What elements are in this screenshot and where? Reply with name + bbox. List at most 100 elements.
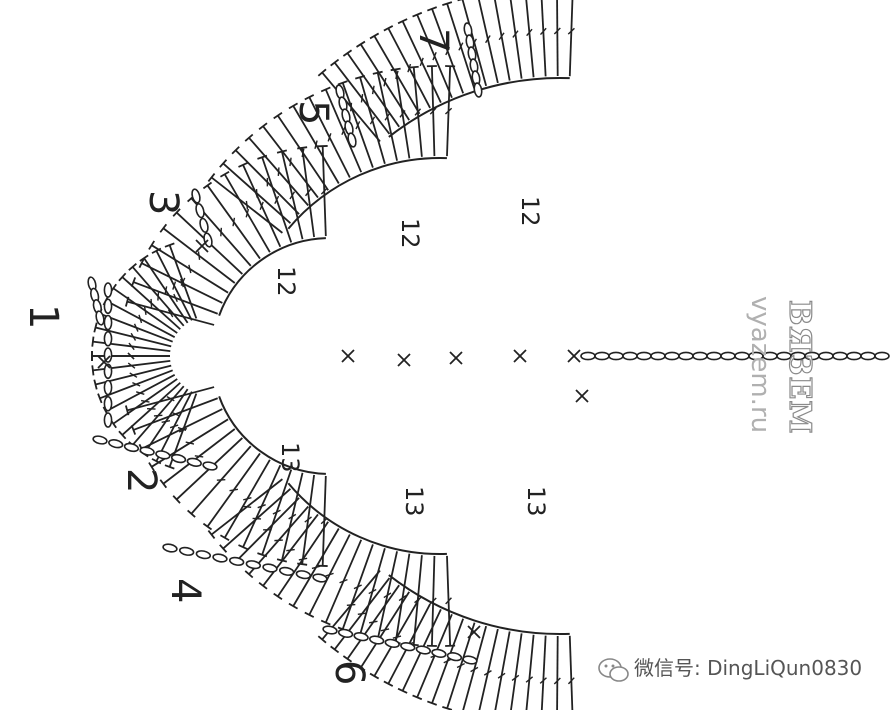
x-stroke-b — [567, 349, 581, 363]
tr-slash — [185, 441, 195, 445]
x-stroke-b — [195, 239, 209, 253]
tr-stitch — [525, 0, 535, 78]
tr-stitch — [478, 0, 499, 84]
chain-stitch — [608, 351, 624, 361]
stitch-fans — [91, 0, 575, 710]
tr-slash — [445, 597, 452, 605]
tr-top-bar — [304, 94, 315, 101]
row6-base — [287, 482, 447, 555]
chain-stitch — [103, 412, 113, 428]
tr-slash — [133, 323, 139, 332]
tr-slash — [432, 51, 437, 61]
tr-slash — [188, 264, 192, 274]
chain-stitch — [347, 132, 357, 148]
chain-stitch — [650, 351, 666, 361]
chain-stitch — [664, 351, 680, 361]
tr-top-bar — [231, 146, 240, 155]
wechat-icon — [598, 658, 629, 682]
chain-stitch — [400, 642, 416, 652]
tr-top-bar — [130, 424, 137, 435]
tr-slash — [127, 352, 135, 360]
tr-top-bar — [159, 223, 168, 233]
chain-stitch — [212, 553, 228, 563]
watermark-site: vyazem.ru — [745, 296, 775, 433]
tr-top-bar — [372, 70, 383, 75]
watermark-stamp: ВЯЗЕМ — [782, 300, 817, 435]
chain-stitch — [262, 563, 278, 573]
tr-top-bar — [187, 509, 196, 518]
tr-slash — [526, 28, 533, 37]
tr-stitch — [540, 635, 547, 710]
tr-top-bar — [172, 208, 181, 217]
row7-upper-fan — [317, 0, 575, 143]
tr-slash — [129, 372, 138, 378]
tr-top-bar — [91, 336, 95, 347]
row3-end-chain — [191, 188, 213, 248]
tr-top-bar — [93, 379, 98, 390]
tr-stitch — [478, 628, 499, 710]
chain-stitch — [594, 351, 610, 361]
chain-stitch — [195, 550, 212, 560]
tr-slash — [128, 342, 135, 351]
tr-slash — [288, 513, 297, 520]
tr-slash — [383, 77, 387, 87]
tr-slash — [369, 620, 378, 624]
tr-top-bar — [148, 462, 156, 472]
count-row3-bottom: 13 — [276, 442, 304, 473]
tr-slash — [259, 201, 264, 211]
chain-stitch — [178, 546, 195, 556]
chain-stitch — [162, 543, 178, 553]
row-5-label: 5 — [290, 100, 336, 125]
tr-top-bar — [369, 32, 380, 40]
tr-stitch — [509, 0, 523, 79]
x-stroke-b — [341, 349, 355, 363]
row6-end-chain — [322, 625, 478, 665]
tr-slash — [194, 455, 204, 458]
tr-slash — [274, 539, 283, 542]
tr-stitch — [525, 634, 535, 710]
tr-slash — [169, 424, 179, 429]
tr-slash — [277, 167, 280, 176]
tr-top-bar — [244, 570, 254, 579]
tr-top-bar — [442, 705, 453, 710]
tr-top-bar — [412, 11, 423, 18]
tr-stitch — [510, 633, 523, 710]
tr-slash — [232, 217, 236, 227]
chain-stitch — [818, 351, 834, 361]
chain-stitch — [278, 566, 295, 576]
chain-stitch — [322, 625, 338, 635]
tr-slash — [485, 35, 491, 44]
tr-top-bar — [320, 619, 331, 626]
tr-top-bar — [342, 655, 353, 663]
tr-top-bar — [383, 25, 394, 32]
tr-slash — [298, 557, 308, 561]
tr-slash — [392, 635, 402, 639]
tr-top-bar — [330, 58, 340, 67]
tr-slash — [172, 281, 177, 290]
tr-slash — [346, 603, 356, 607]
tr-top-bar — [397, 687, 408, 694]
tr-top-bar — [202, 181, 213, 190]
row3-base — [218, 237, 326, 316]
tr-slash — [553, 677, 561, 685]
row2-end-chain — [92, 435, 218, 471]
tr-slash — [445, 46, 451, 56]
chain-stitch — [202, 461, 218, 471]
tr-top-bar — [159, 479, 168, 489]
tr-top-bar — [330, 645, 340, 654]
tr-slash — [567, 677, 575, 685]
tr-top-bar — [412, 694, 423, 701]
chain-stitch — [384, 638, 400, 648]
tr-slash — [371, 85, 375, 95]
tr-slash — [383, 592, 392, 599]
tr-slash — [429, 107, 437, 115]
tr-slash — [341, 126, 346, 136]
tr-slash — [140, 399, 150, 403]
tr-top-bar — [238, 544, 248, 551]
tr-top-bar — [320, 86, 331, 93]
chain-stitch — [832, 351, 848, 361]
tr-slash — [384, 112, 391, 121]
row7-end-chain — [463, 22, 483, 98]
tr-slash — [483, 670, 492, 676]
count-row7-top: 12 — [516, 196, 544, 227]
